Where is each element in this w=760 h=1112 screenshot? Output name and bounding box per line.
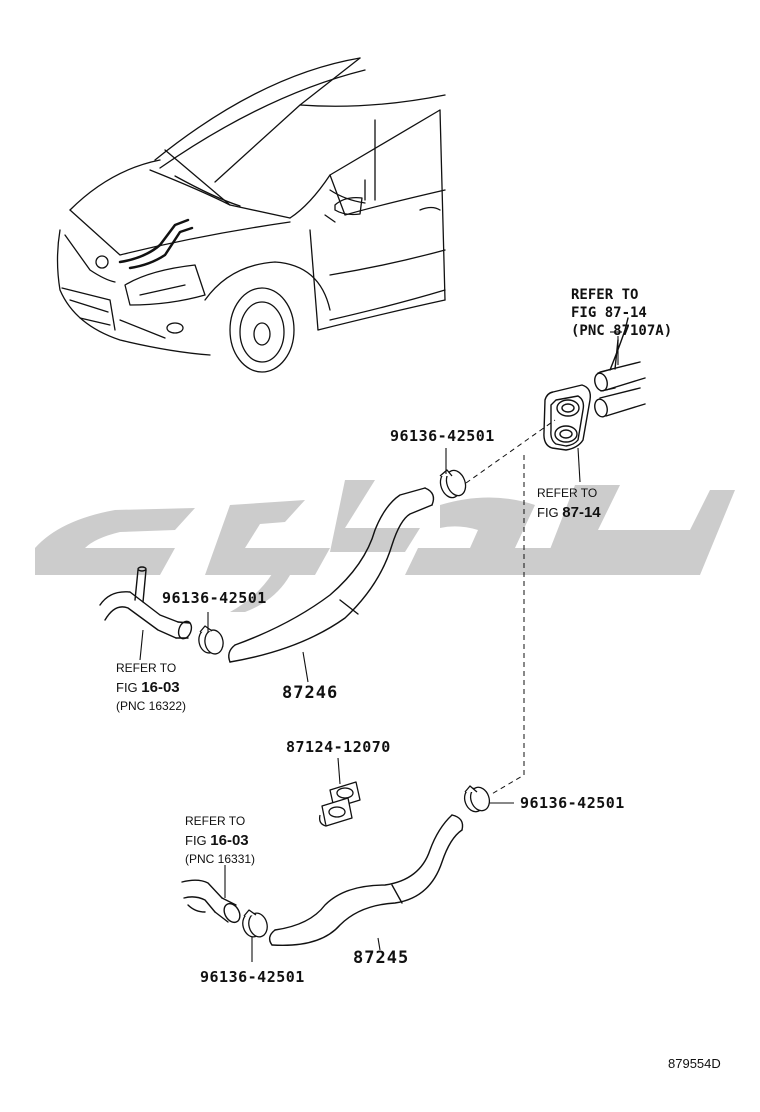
dashed-lines (465, 419, 556, 796)
hose-87246-drawing (228, 487, 435, 663)
ref-left-upper-fig: FIG (116, 680, 142, 695)
clamp-right-shape (463, 785, 491, 813)
leader-lines (139, 331, 622, 962)
ref-left-lower-line3: (PNC 16331) (185, 852, 256, 866)
vehicle-illustration (56, 57, 446, 373)
watermark-logo (35, 480, 735, 612)
grommet-assembly (543, 317, 646, 451)
ref-note-left-upper: REFER TO FIG 16-03 (PNC 16322) (116, 659, 186, 716)
ref-top-right-line1: REFER TO (571, 287, 639, 303)
clamp-left-shape (198, 625, 224, 655)
ref-grommet-line2: FIG 87-14 (537, 503, 601, 522)
ref-note-grommet: REFER TO FIG 87-14 (537, 484, 601, 522)
label-clamp-right: 96136-42501 (520, 794, 625, 812)
hose-clip-drawing (318, 781, 361, 827)
hose-87245-drawing (268, 814, 464, 947)
label-clamp-bottom: 96136-42501 (200, 968, 305, 986)
ref-top-right-line2: FIG 87-14 (571, 305, 647, 321)
ref-grommet-num: 87-14 (562, 504, 601, 521)
ref-grommet-fig: FIG (537, 505, 563, 520)
ref-left-lower-line1: REFER TO (185, 814, 246, 828)
ref-left-upper-line2: FIG 16-03 (116, 678, 186, 697)
ref-left-upper-line3: (PNC 16322) (116, 699, 187, 713)
ref-top-right-line3: (PNC 87107A) (571, 323, 673, 339)
clamp-bottom-shape (242, 909, 268, 938)
ref-grommet-line1: REFER TO (537, 486, 598, 500)
illustration-code: 879554D (668, 1056, 721, 1071)
label-clamp-left: 96136-42501 (162, 589, 267, 607)
label-clip: 87124-12070 (286, 738, 391, 756)
ref-left-lower-line2: FIG 16-03 (185, 831, 255, 850)
label-clamp-top: 96136-42501 (390, 427, 495, 445)
ref-note-top-right: REFER TO FIG 87-14 (PNC 87107A) (571, 286, 672, 340)
clamp-drawings (198, 469, 491, 938)
ref-left-lower-num: 16-03 (210, 832, 249, 849)
ref-left-lower-fig: FIG (185, 833, 211, 848)
pipe-left-lower (181, 879, 241, 924)
label-hose-87246: 87246 (282, 683, 339, 703)
ref-left-upper-num: 16-03 (141, 679, 180, 696)
pipe-left-upper (99, 566, 193, 640)
label-hose-87245: 87245 (353, 948, 410, 968)
clamp-top-shape (439, 469, 467, 499)
ref-note-left-lower: REFER TO FIG 16-03 (PNC 16331) (185, 812, 255, 869)
ref-left-upper-line1: REFER TO (116, 661, 177, 675)
